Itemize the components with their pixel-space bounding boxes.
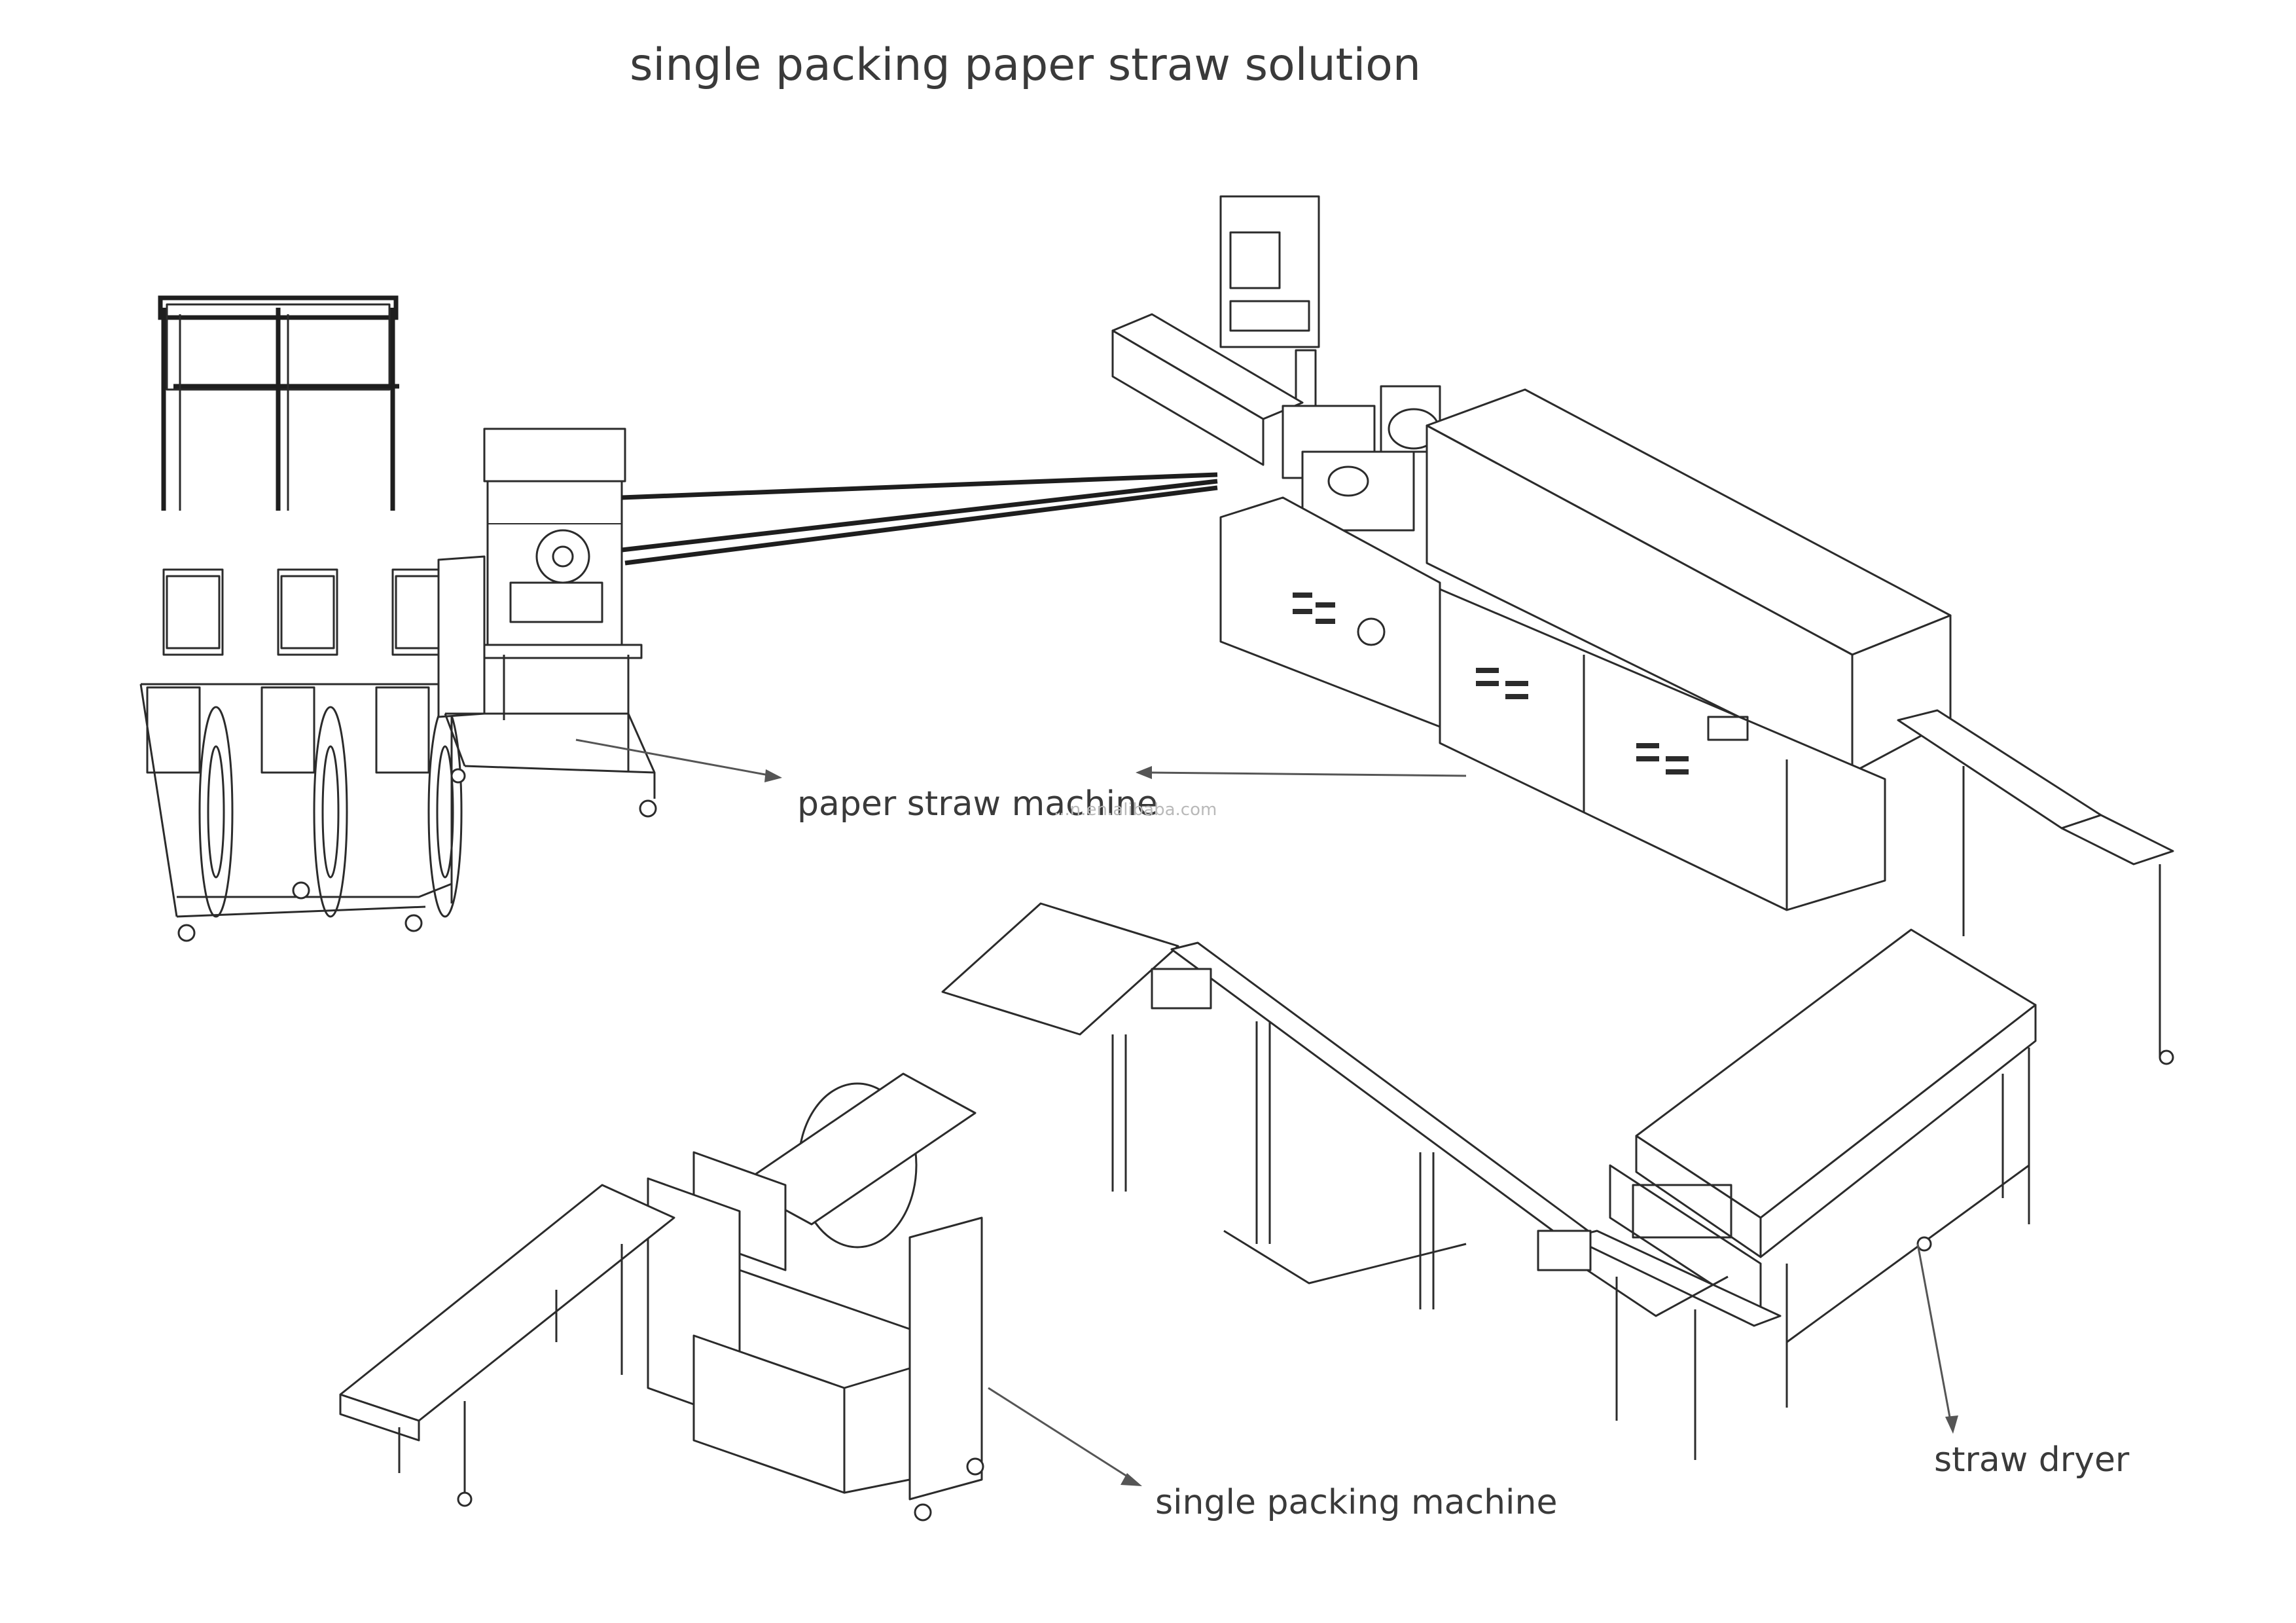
label-paper-straw-machine: paper straw machine: [797, 784, 1158, 824]
label-straw-dryer: straw dryer: [1934, 1440, 2130, 1480]
straw-forming-unit: [437, 428, 657, 818]
inclined-conveyor: [941, 902, 1782, 1460]
label-single-packing-machine: single packing machine: [1155, 1483, 1558, 1522]
single-packing-machine-body: [339, 1072, 984, 1522]
paper-straw-machine-body: [1111, 195, 2174, 1057]
watermark-text: ...n.en.alibaba.com: [1054, 800, 1217, 820]
paper-reel-stands: [139, 295, 463, 942]
pointer-arrows: [575, 739, 1958, 1486]
diagram-title: single packing paper straw solution: [630, 39, 1421, 91]
paper-strips: [621, 472, 1218, 566]
